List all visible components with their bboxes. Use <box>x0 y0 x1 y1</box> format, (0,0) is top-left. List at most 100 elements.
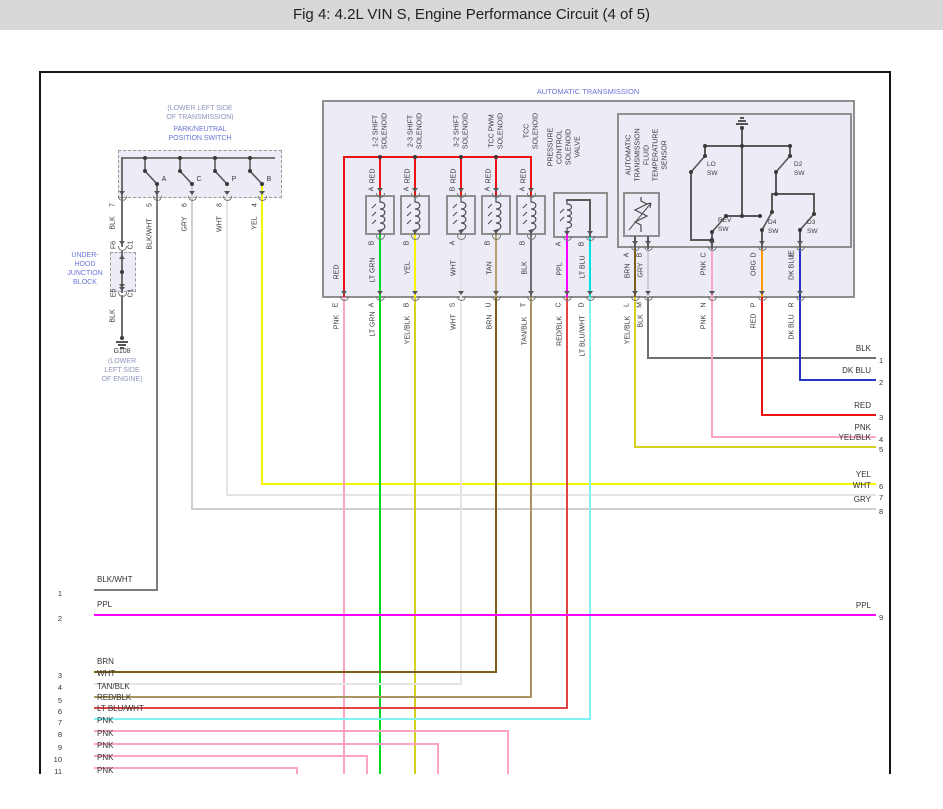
wire-pnk-rev-out <box>711 436 876 438</box>
left-connector-label: PNK <box>97 740 114 750</box>
wire-label: RED <box>450 168 458 184</box>
pin-arrow-icon <box>709 291 715 295</box>
pin-connector <box>375 193 385 198</box>
wire-ltbluwht <box>94 718 591 720</box>
wire-tan-sol4 <box>495 234 497 299</box>
wire-blk-to-block <box>121 157 123 247</box>
wire-label: WHT <box>450 314 458 330</box>
right-connector-label: YEL/BLK <box>838 432 871 442</box>
right-connector-label: PPL <box>855 600 871 610</box>
wire-label: E6 <box>110 288 118 298</box>
wire-wht-pn <box>226 494 876 496</box>
wire-label: LT GRN <box>369 311 377 337</box>
wire-label: BLK <box>637 314 645 328</box>
wire-label: DK BLU <box>788 314 796 340</box>
junction-dot <box>740 214 744 218</box>
pin-connector <box>585 296 595 301</box>
wire-wht-sol3 <box>460 234 462 685</box>
wire-label: C1 <box>127 240 135 250</box>
text-label: SW <box>794 170 805 178</box>
pin-connector <box>562 296 572 301</box>
pin-arrow-icon <box>412 188 418 192</box>
wire-d4-feed <box>771 193 773 213</box>
pin-arrow-icon <box>797 291 803 295</box>
text-label: LEFT SIDE <box>104 367 140 375</box>
junction-dot <box>689 170 693 174</box>
wire-brn-sol4 <box>495 297 497 673</box>
wire-label: RED <box>485 168 493 184</box>
solenoid-coil-icon <box>522 195 537 235</box>
junction-dot <box>178 169 182 173</box>
pin-connector <box>456 296 466 301</box>
pin-arrow-icon <box>645 291 651 295</box>
junction-dot <box>788 144 792 148</box>
pin-arrow-icon <box>458 291 464 295</box>
wire-pn-contact-b <box>249 157 251 172</box>
wire-label: A <box>368 186 376 192</box>
wire-label: SOLENOID <box>532 112 540 150</box>
junction-dot <box>740 126 744 130</box>
wire-yelblk-sensor <box>634 446 876 448</box>
switch-blade <box>690 155 706 173</box>
junction-dot <box>724 214 728 218</box>
wire-label: PRESSURE <box>547 127 555 167</box>
pin-connector <box>707 246 717 251</box>
junction-dot <box>760 228 764 232</box>
junction-dot <box>190 182 194 186</box>
wire-blk-to-ground <box>121 295 123 337</box>
text-label: B <box>266 176 272 184</box>
wire-wht-sol3 <box>94 683 462 685</box>
pin-arrow-icon <box>377 188 383 192</box>
text-label: SW <box>718 226 729 234</box>
pin-connector <box>375 235 385 240</box>
left-connector-number: 6 <box>57 706 62 716</box>
solenoid-coil-icon <box>487 195 502 235</box>
wire-label: A <box>368 302 376 308</box>
wire-label: U <box>485 302 493 308</box>
wire-label: PPL <box>556 262 564 276</box>
junction-dot <box>413 155 417 159</box>
pin-connector <box>526 235 536 240</box>
wire-label: B <box>519 240 527 246</box>
wire-label: PNK <box>333 314 341 330</box>
wire-label: E <box>788 252 796 258</box>
left-connector-label: PNK <box>97 765 114 774</box>
left-connector-label: BRN <box>97 656 114 666</box>
wire-label: WHT <box>216 216 224 232</box>
wire-blkwht <box>156 183 158 591</box>
text-label: A <box>161 176 167 184</box>
left-connector-label: PPL <box>97 599 113 609</box>
junction-dot <box>143 156 147 160</box>
wire-label: CONTROL <box>556 129 564 165</box>
wire-label: FLUID <box>643 144 651 166</box>
text-label: SW <box>807 228 818 236</box>
wire-label: C1 <box>127 288 135 298</box>
left-connector-number: 5 <box>57 695 62 705</box>
wire-d3-out <box>799 229 801 251</box>
left-connector-label: RED/BLK <box>97 692 132 702</box>
pin-connector <box>152 196 162 201</box>
wire-label: B <box>403 302 411 308</box>
pin-arrow-icon <box>528 188 534 192</box>
wire-label: RED <box>404 168 412 184</box>
pin-connector <box>643 296 653 301</box>
junction-dot <box>710 238 714 242</box>
junction-dot <box>459 155 463 159</box>
pin-arrow-icon <box>377 230 383 234</box>
wire-label: SENSOR <box>661 140 669 170</box>
wire-label: BRN <box>624 263 632 279</box>
wire-label: BRN <box>486 314 494 330</box>
wire-label: F6 <box>110 240 118 250</box>
right-connector-number: 1 <box>879 355 884 365</box>
right-connector-label: WHT <box>852 480 871 490</box>
switch-blade <box>144 170 158 185</box>
switch-blade <box>799 213 815 231</box>
wire-label: D <box>578 302 586 308</box>
pin-connector <box>630 246 640 251</box>
wire-red-leg <box>343 156 345 299</box>
wire-valve-internal-h <box>566 199 591 201</box>
ground-symbol <box>738 120 746 122</box>
pin-arrow-icon <box>119 191 125 195</box>
wire-brn-sensor <box>634 249 636 299</box>
pin-connector <box>117 196 127 201</box>
